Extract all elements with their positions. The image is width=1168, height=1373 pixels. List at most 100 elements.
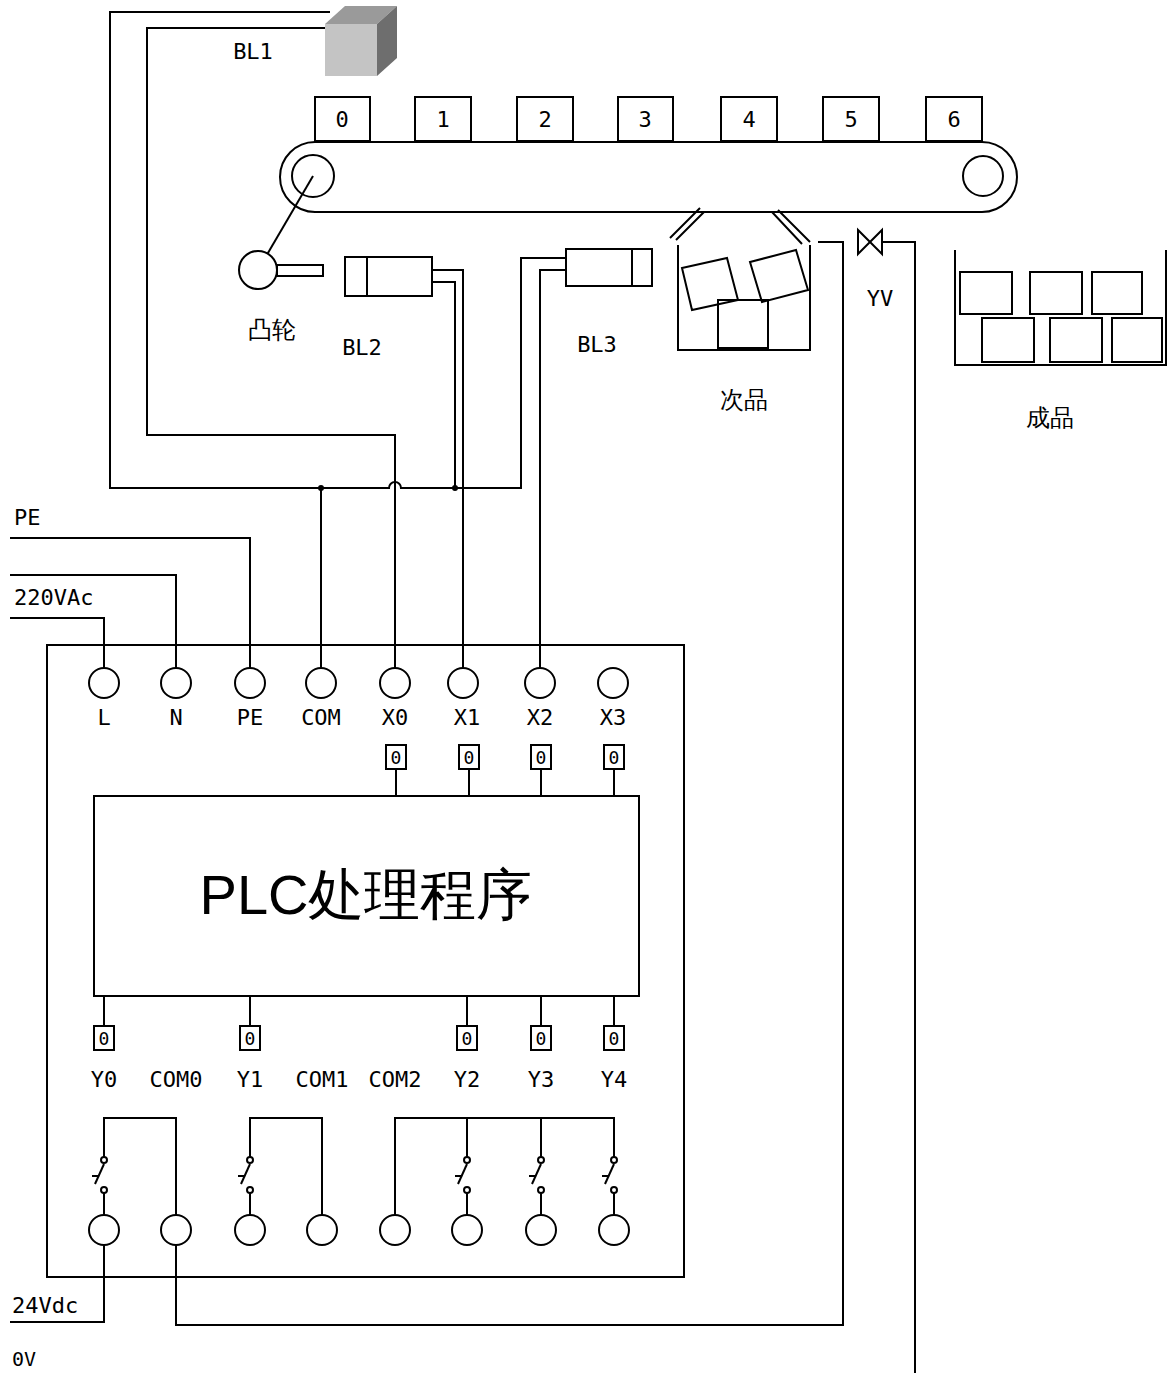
item-number: 4	[742, 107, 755, 132]
relay-contact	[455, 1140, 470, 1215]
relay-contact	[529, 1140, 544, 1215]
wire	[882, 242, 915, 1373]
cam-lever	[277, 265, 323, 276]
conveyor-item: 3	[617, 96, 674, 142]
label: 凸轮	[248, 318, 296, 342]
item-number: 3	[638, 107, 651, 132]
label: Y4	[601, 1069, 628, 1091]
signal-line	[468, 770, 470, 795]
input-terminal	[380, 668, 410, 698]
wire	[540, 270, 566, 668]
sensor-bl1	[325, 6, 397, 76]
wire	[176, 242, 843, 1325]
output-terminal	[307, 1215, 337, 1245]
relay-contact	[92, 1140, 107, 1215]
item-number: 5	[844, 107, 857, 132]
item-number: 1	[436, 107, 449, 132]
wire	[320, 488, 322, 668]
item-number: 6	[947, 107, 960, 132]
item-number: 0	[609, 1028, 620, 1049]
input-terminal	[448, 668, 478, 698]
signal-line	[466, 997, 468, 1025]
finished-bin	[955, 250, 1166, 365]
label: 次品	[720, 388, 768, 412]
wire	[395, 1118, 614, 1215]
label: X0	[382, 707, 409, 729]
item-number: 0	[245, 1028, 256, 1049]
output-terminal	[599, 1215, 629, 1245]
item-number: 0	[99, 1028, 110, 1049]
item-number: 0	[462, 1028, 473, 1049]
conveyor-item: 5	[822, 96, 880, 142]
label: PE	[237, 707, 264, 729]
input-terminal	[598, 668, 628, 698]
label: 24Vdc	[12, 1295, 78, 1317]
relay-contact	[238, 1140, 253, 1215]
label: PE	[14, 507, 41, 529]
label: 成品	[1026, 406, 1074, 430]
label: N	[169, 707, 182, 729]
idler-pulley	[963, 156, 1003, 196]
wire	[432, 270, 463, 668]
label: COM	[301, 707, 341, 729]
output-terminal	[452, 1215, 482, 1245]
label: BL1	[233, 41, 273, 63]
signal-line	[395, 770, 397, 795]
item-number: 2	[538, 107, 551, 132]
item-number: 0	[609, 747, 620, 768]
conveyor-item: 4	[720, 96, 778, 142]
output-terminal	[161, 1215, 191, 1245]
reject-bin	[678, 245, 810, 350]
signal-line	[540, 997, 542, 1025]
signal-line	[103, 997, 105, 1025]
label: COM2	[369, 1069, 422, 1091]
signal-line	[613, 997, 615, 1025]
conveyor-item: 2	[516, 96, 574, 142]
label: 220VAc	[14, 587, 93, 609]
plc-housing	[47, 645, 684, 1277]
output-terminal	[89, 1215, 119, 1245]
reject-part	[750, 250, 808, 302]
indicator-lamp: 0	[93, 1025, 115, 1051]
wire	[110, 12, 566, 488]
reject-part	[718, 300, 768, 348]
input-terminal	[235, 668, 265, 698]
relay-contact	[602, 1140, 617, 1215]
wire	[250, 1118, 322, 1215]
label: X1	[454, 707, 481, 729]
signal-line	[249, 997, 251, 1025]
indicator-lamp: 0	[239, 1025, 261, 1051]
label: Y1	[237, 1069, 264, 1091]
indicator-lamp: 0	[458, 744, 480, 770]
indicator-lamp: 0	[603, 1025, 625, 1051]
wire	[432, 282, 455, 488]
conveyor-item: 6	[925, 96, 983, 142]
indicator-lamp: 0	[456, 1025, 478, 1051]
input-terminal	[306, 668, 336, 698]
signal-line	[613, 770, 615, 795]
valve-yv	[858, 230, 882, 254]
sensor-bl3	[566, 249, 652, 286]
reject-part	[682, 258, 738, 310]
indicator-lamp: 0	[385, 744, 407, 770]
item-number: 0	[536, 1028, 547, 1049]
item-number: 0	[335, 107, 348, 132]
chute-left	[670, 208, 704, 240]
conveyor-item: 0	[314, 96, 371, 142]
label: COM1	[296, 1069, 349, 1091]
indicator-lamp: 0	[603, 744, 625, 770]
program-title: PLC处理程序	[200, 858, 533, 934]
conveyor-belt	[280, 142, 1017, 212]
signal-line	[540, 770, 542, 795]
item-number: 0	[536, 747, 547, 768]
indicator-lamp: 0	[530, 744, 552, 770]
chute-right	[772, 210, 810, 244]
wire	[10, 575, 176, 668]
label: X3	[600, 707, 627, 729]
item-number: 0	[391, 747, 402, 768]
conveyor-item: 1	[414, 96, 472, 142]
